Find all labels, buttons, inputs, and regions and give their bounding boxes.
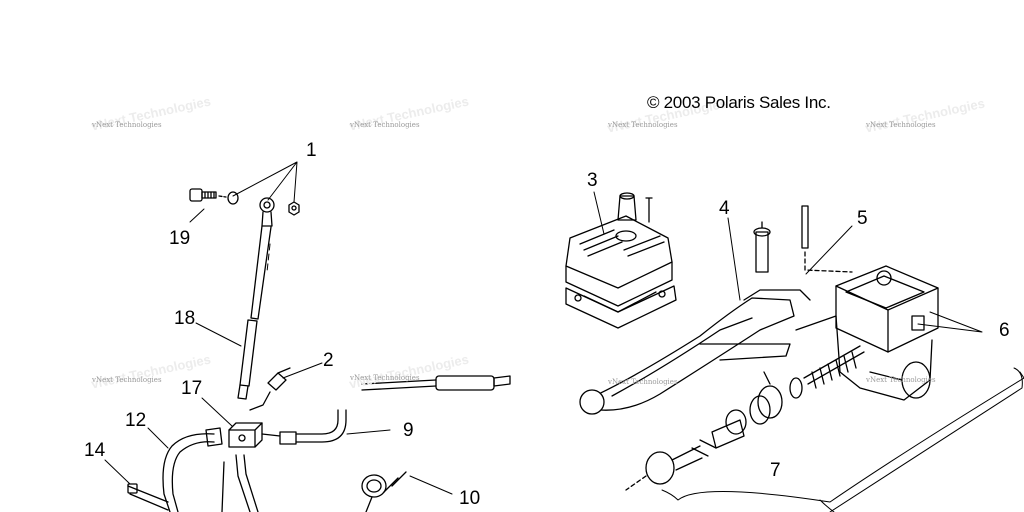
callout-19: 19 [169,228,191,249]
watermark: vNext Technologies [866,376,936,384]
hose-14 [127,483,169,511]
fitting-9 [261,409,347,445]
callout-1: 1 [306,140,317,161]
hose-12 [162,427,223,512]
callout-4: 4 [719,198,730,219]
callout-12: 12 [125,410,147,431]
leader-lines-left [104,161,453,495]
watermark: vNext Technologies [350,121,420,129]
brake-cable [361,375,511,391]
callout-9: 9 [403,420,414,441]
callout-10: 10 [459,488,481,509]
callout-18: 18 [174,308,196,329]
callout-7: 7 [770,460,781,481]
watermark: vNext Technologies [92,376,162,384]
watermark: vNext Technologies [608,121,678,129]
watermark: vNext Technologies [608,378,678,386]
bracket-7 [661,371,1024,512]
washer [227,191,239,205]
leader-lines-right [593,191,983,333]
pivot-pin [753,205,853,273]
gasket [565,285,677,329]
brake-lever-4 [579,289,811,415]
banjo-fitting [259,197,275,227]
clamp-10 [361,471,407,512]
watermark: vNext Technologies [350,374,420,382]
callout-6: 6 [999,320,1010,341]
master-cylinder-body [795,265,939,401]
reservoir-cover-3 [565,215,673,307]
callout-5: 5 [857,208,868,229]
fitting-2 [249,367,291,411]
nut [288,201,300,216]
bolt-19 [189,188,217,202]
callout-3: 3 [587,170,598,191]
callout-17: 17 [181,378,203,399]
copyright-notice: © 2003 Polaris Sales Inc. [647,93,831,112]
junction-block-17 [228,422,263,448]
callout-2: 2 [323,350,334,371]
plug [617,192,653,223]
callout-14: 14 [84,440,106,461]
watermark: vNext Technologies [866,121,936,129]
hose-18 [237,225,272,400]
piston-spring-7 [625,345,865,491]
watermark: vNext Technologies [92,121,162,129]
